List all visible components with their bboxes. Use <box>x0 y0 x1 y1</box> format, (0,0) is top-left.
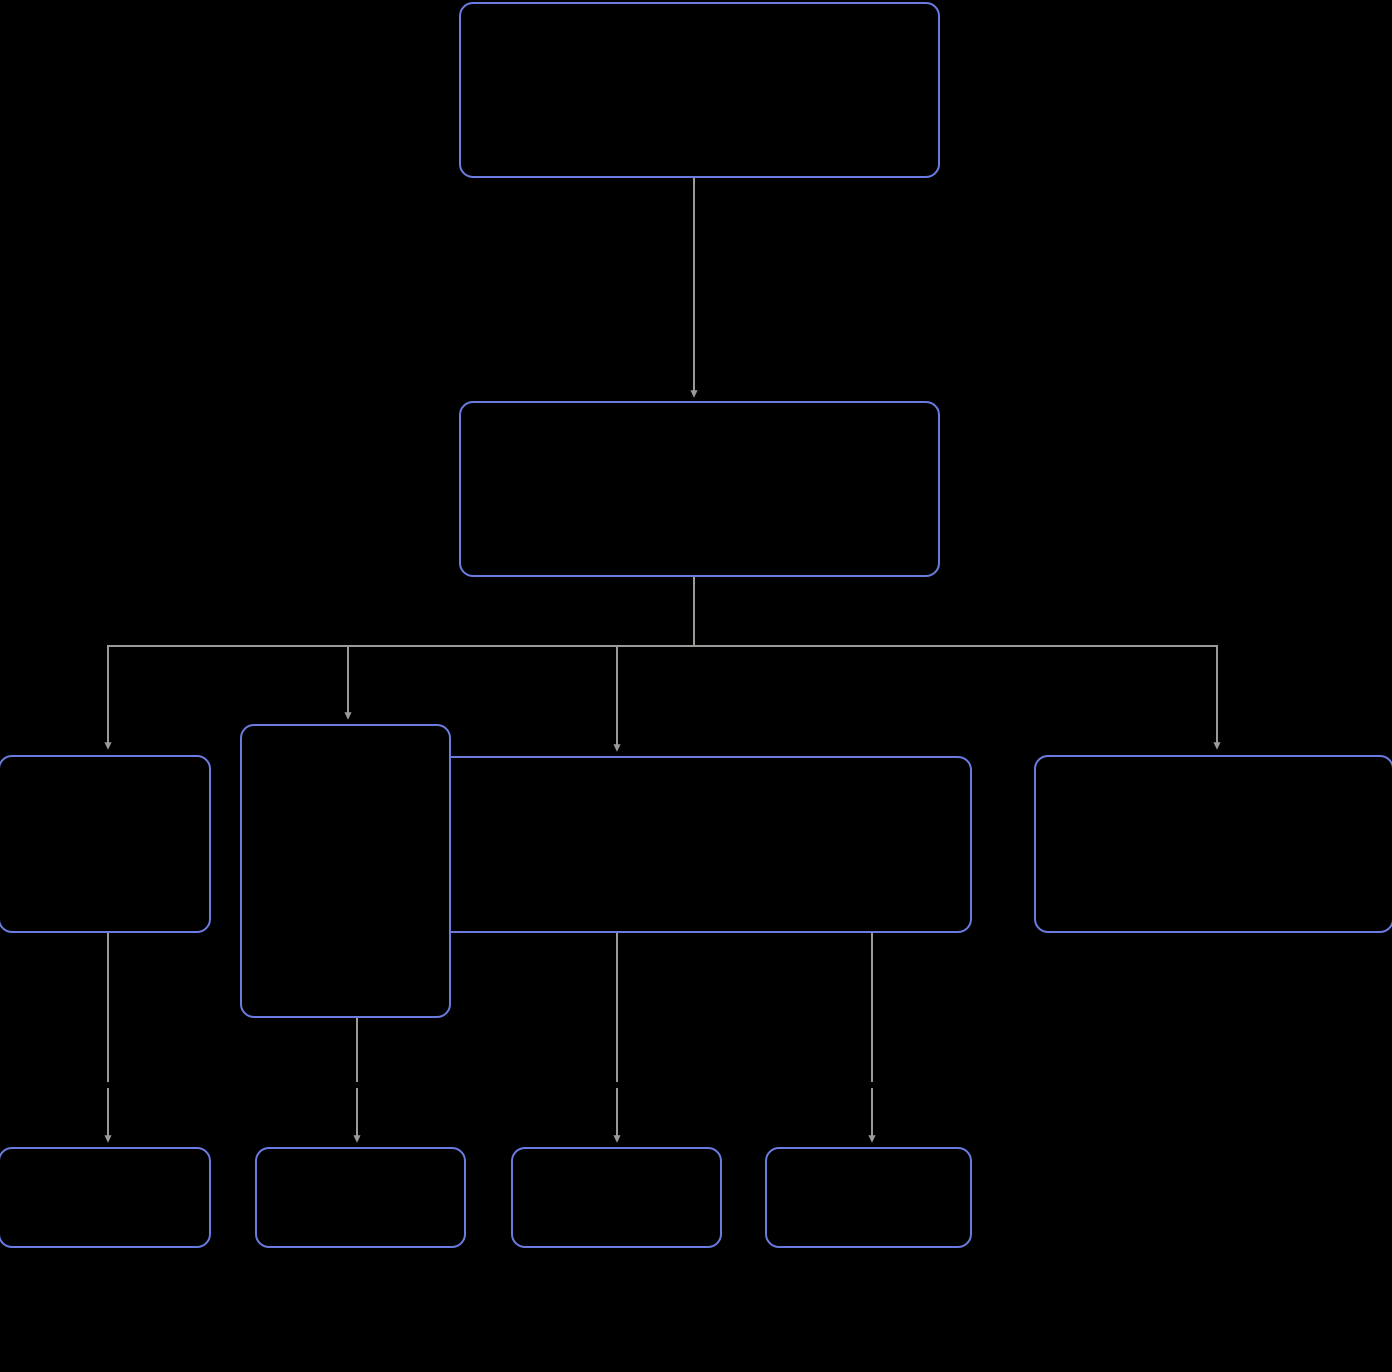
edge-label-gap <box>355 1082 360 1088</box>
edge-second-to-branch-1 <box>104 577 695 750</box>
root-node[interactable] <box>459 2 940 178</box>
branch-node-4[interactable] <box>1034 755 1392 933</box>
leaf-node-1[interactable] <box>0 1147 211 1248</box>
edge-second-to-branch-2 <box>344 577 695 720</box>
leaf-node-4[interactable] <box>765 1147 972 1248</box>
edge-label-gap <box>615 1082 620 1088</box>
second-level-node[interactable] <box>459 401 940 577</box>
edge-label-gap <box>870 1082 875 1088</box>
edge-second-to-branch-4 <box>693 577 1221 750</box>
leaf-node-3[interactable] <box>511 1147 722 1248</box>
leaf-node-2[interactable] <box>255 1147 466 1248</box>
branch-node-2-tall[interactable] <box>240 724 451 1018</box>
branch-node-1[interactable] <box>0 755 211 933</box>
edge-label-gap <box>106 1082 111 1088</box>
edge-second-to-branch-3 <box>613 577 695 752</box>
